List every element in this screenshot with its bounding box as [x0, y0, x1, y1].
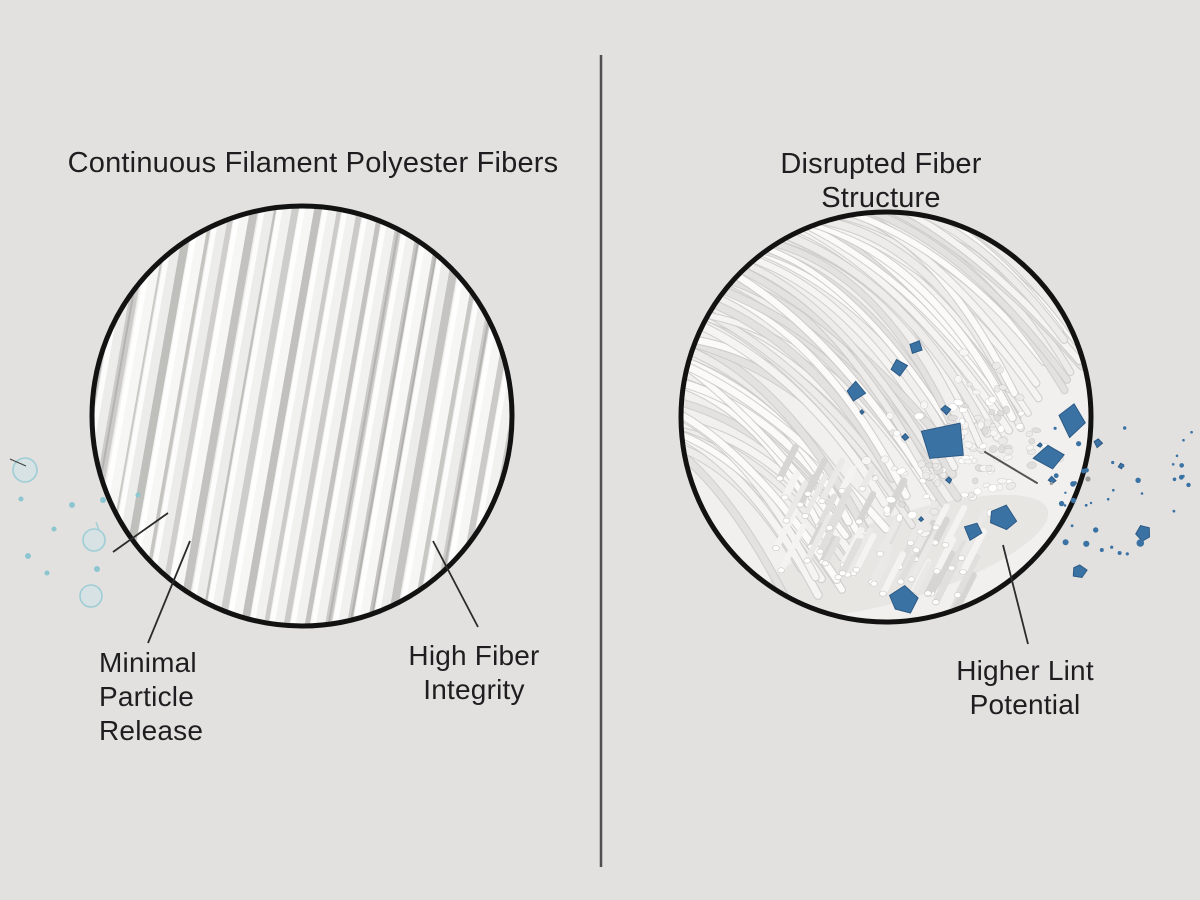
right-magnifier-circle	[678, 209, 1094, 625]
right-magnifier-fibers	[683, 214, 1089, 620]
particle-bubbles	[9, 457, 141, 608]
left-title: Continuous Filament Polyester Fibers	[67, 147, 559, 179]
right-title: Disrupted Fiber Structure	[780, 148, 982, 214]
callout-higher-lint-potential: Higher Lint Potential	[956, 655, 1094, 720]
lint-debris-spray	[1049, 417, 1193, 579]
left-magnifier-circle	[89, 203, 515, 629]
callout-minimal-particle-release: Minimal Particle Release	[99, 647, 204, 746]
callout-leader-lines	[112, 512, 1029, 645]
left-magnifier-fibers	[94, 208, 510, 624]
callout-high-fiber-integrity: High Fiber Integrity	[408, 640, 540, 705]
